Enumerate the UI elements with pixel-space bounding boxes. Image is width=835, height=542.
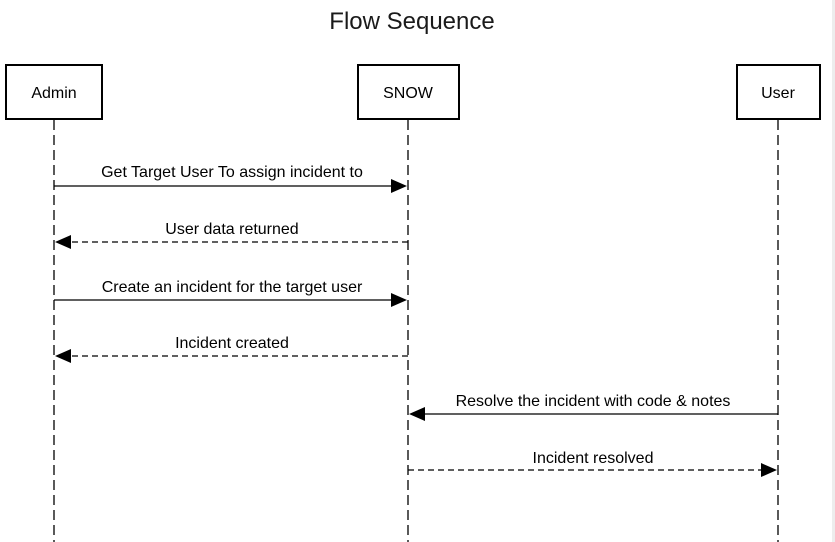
message-incident-resolved: Incident resolved (408, 450, 777, 477)
actor-user: User (736, 64, 821, 120)
actor-snow: SNOW (357, 64, 460, 120)
arrowhead-left (55, 349, 71, 363)
actor-label-user: User (761, 85, 795, 102)
page-edge (832, 0, 835, 542)
message-incident-created: Incident created (55, 335, 408, 363)
arrowhead-left (409, 407, 425, 421)
arrowhead-right (391, 179, 407, 193)
message-label: Incident created (175, 335, 289, 352)
message-user-data-returned: User data returned (55, 221, 408, 249)
arrowhead-left (55, 235, 71, 249)
message-get-target-user: Get Target User To assign incident to (54, 164, 407, 193)
message-create-incident: Create an incident for the target user (54, 279, 407, 307)
message-resolve-incident: Resolve the incident with code & notes (409, 393, 778, 421)
diagram-title: Flow Sequence (329, 8, 494, 35)
arrowhead-right (391, 293, 407, 307)
message-label: User data returned (165, 221, 298, 238)
actor-admin: Admin (5, 64, 103, 120)
arrowhead-right (761, 463, 777, 477)
actor-label-admin: Admin (31, 85, 76, 102)
actor-label-snow: SNOW (383, 85, 434, 102)
message-label: Create an incident for the target user (102, 279, 363, 296)
message-label: Resolve the incident with code & notes (456, 393, 731, 410)
message-label: Get Target User To assign incident to (101, 164, 363, 181)
message-label: Incident resolved (533, 450, 654, 467)
